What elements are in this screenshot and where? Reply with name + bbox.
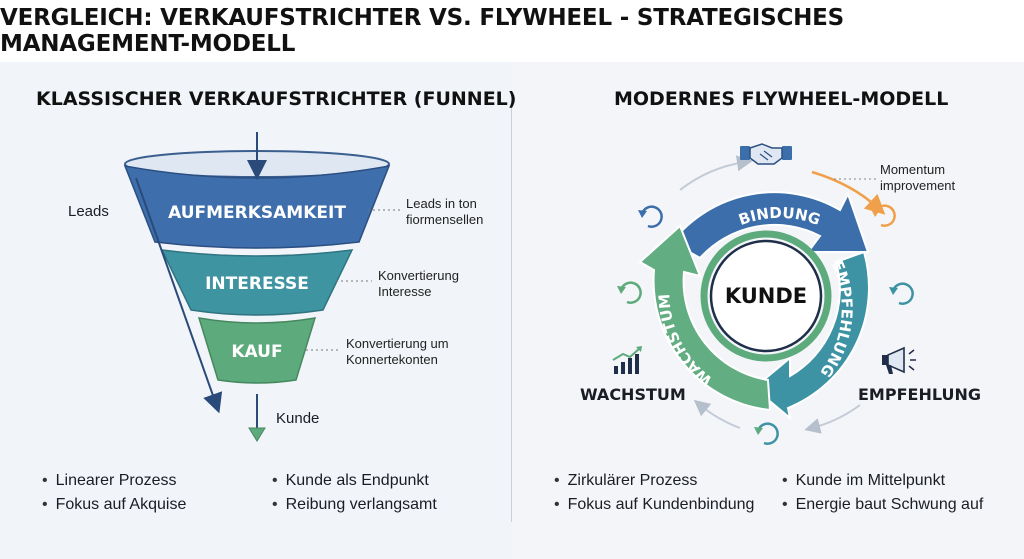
flywheel-bullet-3: Kunde im Mittelpunkt bbox=[782, 472, 945, 490]
label-wachstum: WACHSTUM bbox=[580, 385, 686, 404]
funnel-stage-kauf bbox=[197, 317, 317, 384]
label-empfehlung: EMPFEHLUNG bbox=[858, 385, 981, 404]
funnel-bullet-4: Reibung verlangsamt bbox=[272, 496, 437, 514]
funnel-stage-interesse bbox=[160, 249, 354, 316]
funnel-stage-aufmerksamkeit bbox=[123, 165, 391, 249]
flywheel-heading: MODERNES FLYWHEEL-MODELL bbox=[614, 88, 949, 110]
panel-divider bbox=[511, 92, 512, 522]
kunde-label: Kunde bbox=[276, 410, 320, 427]
leads-arrow bbox=[135, 177, 223, 414]
stage-label-aufmerksamkeit: AUFMERKSAMKEIT bbox=[168, 203, 346, 223]
funnel-heading: KLASSISCHER VERKAUFSTRICHTER (FUNNEL) bbox=[36, 88, 517, 110]
flywheel-bullet-2: Fokus auf Kundenbindung bbox=[554, 496, 755, 514]
funnel-bullet-2: Fokus auf Akquise bbox=[42, 496, 187, 514]
stage-label-kauf: KAUF bbox=[231, 342, 282, 362]
funnel-bullet-3: Kunde als Endpunkt bbox=[272, 472, 429, 490]
page-title: VERGLEICH: VERKAUFSTRICHTER VS. FLYWHEEL… bbox=[0, 5, 845, 57]
leads-label: Leads bbox=[68, 203, 109, 220]
stage-label-interesse: INTERESSE bbox=[205, 274, 309, 294]
flywheel-bullet-4: Energie baut Schwung auf bbox=[782, 496, 984, 514]
funnel-diagram: AUFMERKSAMKEIT INTERESSE KAUF bbox=[123, 132, 400, 442]
funnel-bullet-1: Linearer Prozess bbox=[42, 472, 177, 490]
flywheel-bullet-1: Zirkulärer Prozess bbox=[554, 472, 698, 490]
funnel-output-arrowhead bbox=[248, 427, 266, 442]
